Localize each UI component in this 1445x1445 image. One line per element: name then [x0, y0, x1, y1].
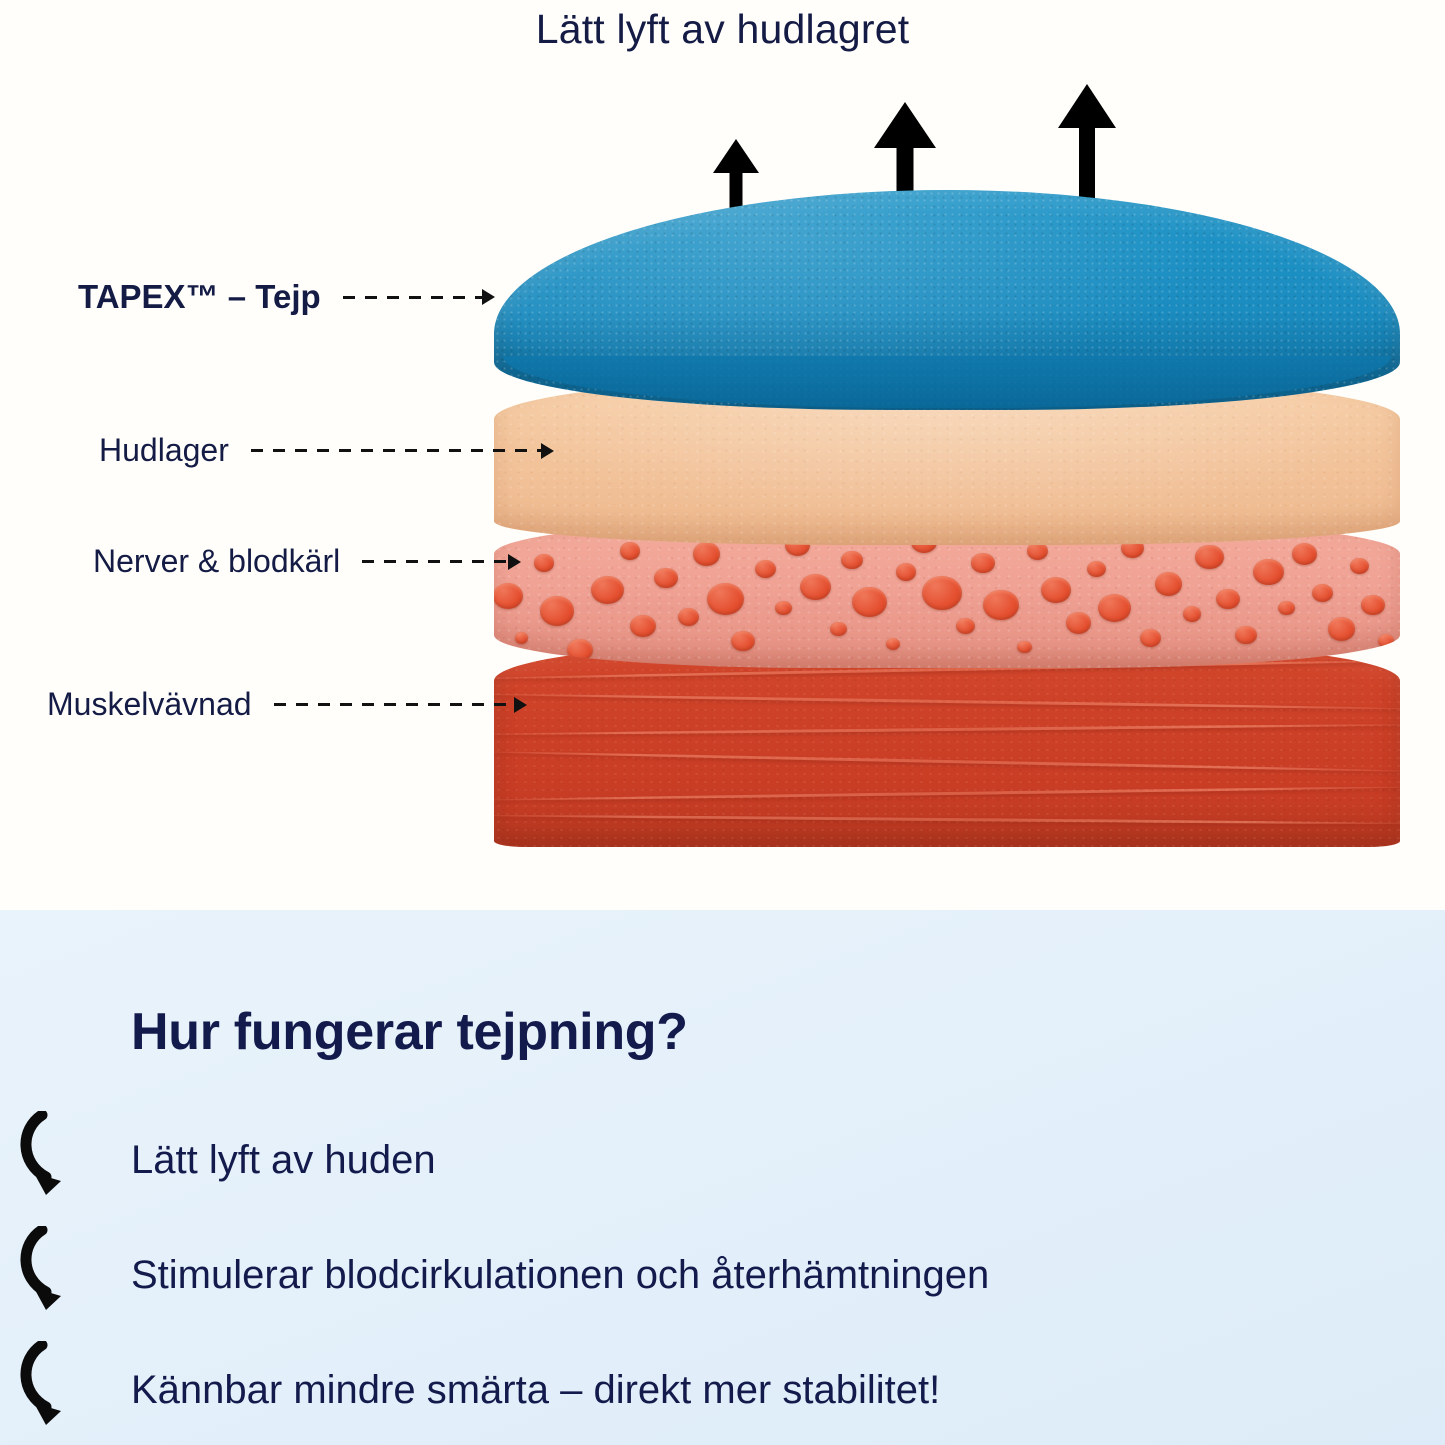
- vessel-dot: [829, 621, 847, 637]
- vessel-dot: [1292, 543, 1318, 565]
- tape-texture: [494, 190, 1400, 410]
- leader-line: [342, 295, 491, 299]
- callout-nerver-blodkarl: Nerver & blodkärl: [93, 543, 518, 580]
- vessel-dot: [840, 550, 863, 570]
- vessel-dot: [922, 575, 963, 611]
- vessel-dot: [630, 614, 657, 638]
- arrow-head-icon: [874, 102, 936, 148]
- vessel-dot: [1040, 577, 1071, 603]
- vessel-dot: [567, 638, 594, 662]
- curved-arrow-icon: [20, 1111, 61, 1195]
- callout-hudlager: Hudlager: [99, 432, 550, 469]
- section-title: Hur fungerar tejpning?: [131, 1003, 688, 1061]
- vessel-dot: [1312, 583, 1334, 603]
- vessel-dot: [540, 596, 575, 626]
- vessel-dot: [800, 573, 832, 601]
- vessel-dot: [1016, 640, 1032, 654]
- vessel-dot: [693, 542, 721, 566]
- vessel-dot: [1360, 594, 1385, 616]
- callout-muskelvavnad: Muskelvävnad: [47, 686, 523, 723]
- vessel-dot: [494, 583, 523, 609]
- callout-tapex-tejp: TAPEX™ – Tejp: [78, 278, 491, 316]
- skin-layer-diagram-panel: Lätt lyft av hudlagret: [0, 0, 1445, 910]
- vessel-dot: [1195, 544, 1225, 570]
- how-it-works-panel: Hur fungerar tejpning? Lätt lyft av hude…: [0, 910, 1445, 1445]
- vessel-dot: [1027, 541, 1049, 561]
- callout-label: Hudlager: [99, 432, 229, 468]
- vessel-dot: [706, 583, 744, 615]
- anatomical-layer-stack: [494, 180, 1400, 847]
- diagram-heading: Lätt lyft av hudlagret: [535, 6, 910, 52]
- vessel-dot: [1234, 625, 1257, 645]
- vessel-dot: [1349, 557, 1369, 575]
- vessel-dot: [755, 559, 777, 579]
- vessel-dot: [1086, 560, 1106, 578]
- arrow-head-icon: [713, 139, 759, 173]
- vessel-dot: [852, 586, 888, 618]
- vessel-dot: [1327, 617, 1355, 641]
- vessel-dot: [654, 567, 679, 589]
- vessel-dot: [1278, 600, 1296, 616]
- vessel-dot: [955, 617, 975, 635]
- vessel-dot: [590, 575, 624, 605]
- vessel-dot: [1215, 588, 1240, 610]
- leader-line: [362, 560, 518, 563]
- callout-label: TAPEX™ – Tejp: [78, 278, 321, 315]
- vessel-dot: [1155, 572, 1183, 596]
- curved-arrow-icon: [20, 1226, 61, 1310]
- benefit-label: Kännbar mindre smärta – direkt mer stabi…: [131, 1367, 941, 1412]
- benefit-item: Lätt lyft av huden: [0, 1111, 1445, 1205]
- tapex-tape-layer: [494, 190, 1400, 410]
- benefit-label: Stimulerar blodcirkulationen och återhäm…: [131, 1252, 990, 1297]
- arrow-head-icon: [1058, 84, 1116, 128]
- leader-line: [273, 703, 523, 706]
- benefit-item: Kännbar mindre smärta – direkt mer stabi…: [0, 1341, 1445, 1435]
- vessel-dot: [1140, 628, 1162, 648]
- vessel-dot: [619, 542, 640, 560]
- vessel-dot: [678, 607, 700, 627]
- callout-label: Muskelvävnad: [47, 686, 252, 722]
- muscle-tissue-layer: [494, 642, 1400, 847]
- vessel-dot: [971, 552, 996, 574]
- callout-label: Nerver & blodkärl: [93, 543, 341, 579]
- vessel-dot: [983, 589, 1020, 621]
- vessel-dot: [1253, 558, 1285, 586]
- vessel-dot: [896, 563, 917, 581]
- vessel-dot: [1098, 593, 1132, 623]
- muscle-texture: [494, 642, 1400, 847]
- vessel-dot: [514, 632, 528, 644]
- vessel-dot: [533, 554, 554, 572]
- vessel-dot: [775, 600, 793, 616]
- vessel-dot: [1065, 612, 1091, 634]
- vessel-dot: [1378, 634, 1395, 648]
- vessel-dot: [885, 637, 900, 650]
- benefit-item: Stimulerar blodcirkulationen och återhäm…: [0, 1226, 1445, 1320]
- leader-line: [250, 449, 550, 452]
- vessel-dot: [1182, 606, 1201, 622]
- benefit-label: Lätt lyft av huden: [131, 1137, 436, 1182]
- vessel-dot: [731, 630, 756, 652]
- curved-arrow-icon: [20, 1341, 61, 1425]
